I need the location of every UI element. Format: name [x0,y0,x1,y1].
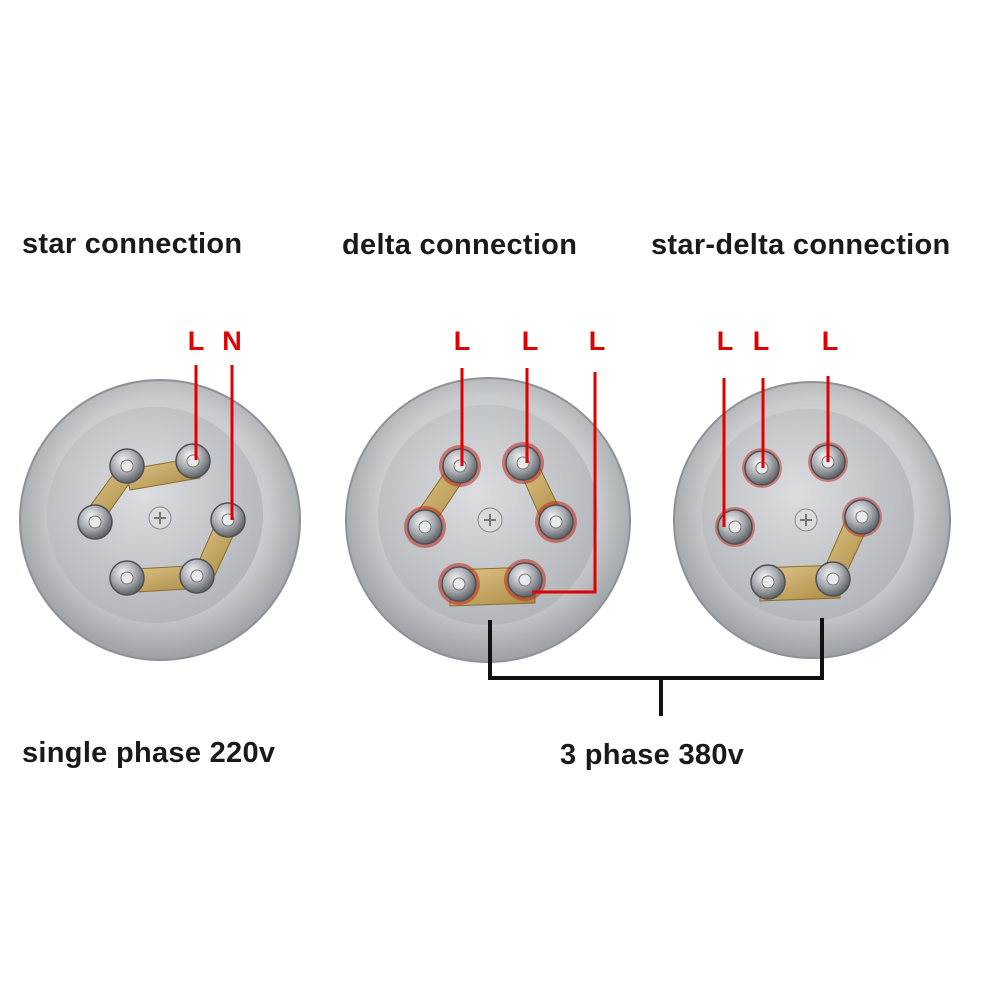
star-terminal-nut [109,448,145,484]
star-delta-terminal-nut [750,564,786,600]
star-delta-terminal-nut [717,509,753,545]
star-delta-label-L2: L [752,326,770,356]
delta-terminal-nut [505,445,541,481]
delta-terminal-nut [407,509,443,545]
delta-label-L1: L [453,326,471,356]
star-delta-center-screw [794,508,818,532]
delta-heater-flange [345,368,631,663]
star-delta-terminal-nut [815,561,851,597]
star-delta-label-L3: L [821,326,839,356]
delta-terminal-nut [441,566,477,602]
delta-terminal-nut [538,504,574,540]
star-center-screw [148,506,172,530]
delta-center-screw [477,507,503,533]
single-phase-caption: single phase 220v [22,737,276,769]
star-terminal-nut [179,558,215,594]
delta-terminal-nut [507,562,543,598]
three-phase-bracket [488,618,824,680]
delta-terminal-nut [442,448,478,484]
star-label-N: N [222,326,242,356]
delta-label-L3: L [588,326,606,356]
delta-label-L2: L [521,326,539,356]
star-connection-heading: star connection [22,228,243,260]
star-terminal-nut [210,502,246,538]
delta-wire-L3 [532,372,597,594]
star-label-L: L [187,326,205,356]
star-heater-flange [19,365,301,661]
star-terminal-nut [175,443,211,479]
star-delta-label-L1: L [716,326,734,356]
star-delta-heater-flange [673,376,951,659]
star-terminal-nut [77,504,113,540]
star-delta-connection-heading: star-delta connection [651,229,951,261]
delta-connection-heading: delta connection [342,229,578,261]
star-terminal-nut [109,560,145,596]
three-phase-caption: 3 phase 380v [560,739,745,771]
star-delta-terminal-nut [844,499,880,535]
